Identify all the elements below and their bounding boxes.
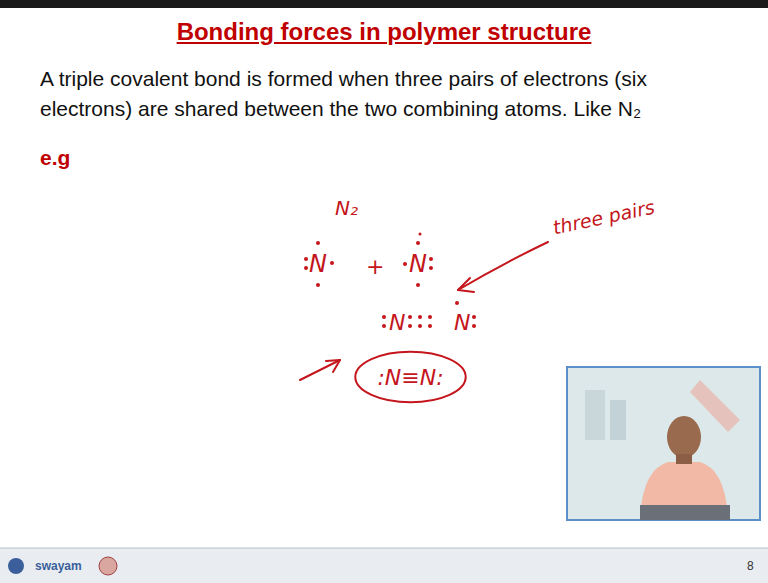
slide-title: Bonding forces in polymer structure [0,18,768,46]
top-bar [0,0,768,8]
leader-arrow [300,242,548,380]
annotation: three pairs [551,195,657,238]
logo-mark [8,558,24,574]
atom-symbol: N [454,310,470,335]
logo-mark [99,557,117,575]
plus-sign: + [366,254,384,279]
example-label: e.g [40,146,70,170]
body-text: A triple covalent bond is formed when th… [40,64,740,124]
footer-rule [0,548,768,549]
atom-symbol: N [409,250,427,278]
video-inset [567,367,760,520]
page-number: 8 [747,559,754,573]
logo-text: swayam [35,559,82,573]
atom-symbol: N [309,250,327,278]
footer-bar [0,548,768,583]
atom-symbol: N [389,310,405,335]
structure-formula: :N≡N: [353,365,468,390]
circled-structure: :N≡N: [353,349,468,405]
molecule-label: N₂ [335,196,358,220]
